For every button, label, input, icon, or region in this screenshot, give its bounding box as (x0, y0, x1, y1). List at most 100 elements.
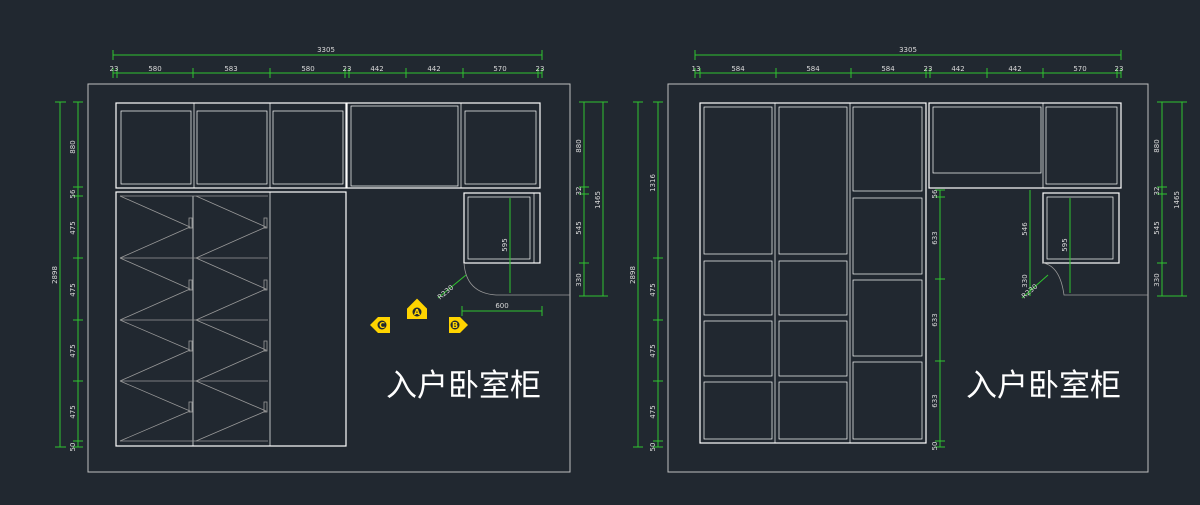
right-seg-7: 570 (1073, 65, 1086, 73)
left-rseg-2: 545 (575, 221, 583, 234)
marker-a-label: A (414, 308, 421, 317)
upper-cabinet-frame (115, 102, 347, 189)
handle (188, 279, 193, 291)
left-seg-2: 583 (224, 65, 237, 73)
upper-door-4 (350, 105, 459, 187)
right-cseg-1: 633 (931, 231, 939, 244)
left-vseg-4: 475 (69, 344, 77, 357)
upper-cabinet-frame-right (346, 102, 541, 189)
left-overall-height-text: 2898 (51, 266, 59, 284)
upper-door-3 (272, 110, 344, 185)
upper-door-1 (120, 110, 192, 185)
handle (188, 401, 193, 413)
right-lseg-1: 475 (649, 283, 657, 296)
lower-door (703, 381, 773, 440)
corner-frame (1042, 192, 1120, 264)
right-top-ticks (694, 68, 1122, 78)
marker-a-circle (411, 306, 423, 318)
right-cseg-3: 633 (931, 394, 939, 407)
corner-width-text: 600 (495, 302, 508, 310)
lower-door (703, 260, 773, 316)
right-wall-outline (667, 83, 1149, 473)
center-door (852, 361, 923, 440)
wardrobe-frame (115, 191, 347, 447)
upper-frame (928, 102, 1122, 189)
marker-c-label: C (379, 321, 385, 330)
lower-door (778, 320, 848, 377)
corner-depth-text: 595 (501, 238, 509, 251)
corner-door (1046, 196, 1114, 260)
handle (263, 279, 268, 291)
left-seg-8: 23 (536, 65, 545, 73)
handle (263, 217, 268, 229)
upper-door-5 (464, 110, 537, 185)
right-tall-cabinets (699, 102, 927, 444)
right-seg-3: 584 (881, 65, 895, 73)
lower-door (703, 320, 773, 377)
right-cseg-0: 56 (931, 189, 939, 198)
right-rseg-1: 32 (1153, 187, 1161, 196)
right-cseg-4: 50 (931, 442, 939, 451)
right-seg-8: 23 (1115, 65, 1124, 73)
left-vseg-1: 56 (69, 189, 77, 198)
center-door (852, 279, 923, 357)
handle (263, 340, 268, 352)
handle (263, 401, 268, 413)
right-left-ticks (653, 101, 663, 448)
left-vseg-3: 475 (69, 283, 77, 296)
left-rtotal: 1465 (594, 191, 602, 209)
corner-cabinet-frame (463, 192, 541, 264)
left-seg-7: 570 (493, 65, 506, 73)
marker-a[interactable]: A (407, 298, 427, 319)
corner-side-546: 546 (1021, 222, 1029, 236)
right-seg-2: 584 (806, 65, 820, 73)
left-rseg-0: 880 (575, 139, 583, 152)
right-rseg-2: 545 (1153, 221, 1161, 234)
lower-door (778, 260, 848, 316)
marker-b-label: B (452, 321, 458, 330)
left-vseg-0: 880 (69, 140, 77, 153)
left-vseg-5: 475 (69, 405, 77, 418)
left-seg-4: 23 (343, 65, 352, 73)
upper-door (932, 106, 1042, 174)
center-door (852, 197, 923, 275)
right-rseg-3: 330 (1153, 273, 1161, 286)
left-wardrobe (115, 191, 347, 447)
handle (188, 340, 193, 352)
upper-door (1045, 106, 1118, 185)
left-elevation: 3305 23 580 583 580 23 442 442 570 23 28… (51, 46, 608, 473)
right-title: 入户卧室柜 (966, 368, 1121, 404)
tall-door-1 (703, 106, 773, 255)
right-lseg-4: 50 (649, 443, 657, 452)
marker-b[interactable]: B (449, 317, 468, 333)
right-seg-1: 584 (731, 65, 745, 73)
right-overall-height-text: 2898 (629, 266, 637, 284)
left-vseg-2: 475 (69, 221, 77, 234)
left-right-ticks (579, 101, 608, 297)
right-upper-cabinets (928, 102, 1122, 189)
door-swing-mark (119, 257, 191, 321)
right-elevation: 3305 13 584 584 584 23 442 442 570 23 28… (629, 46, 1187, 473)
door-swing-mark (119, 195, 191, 259)
left-upper-cabinets (115, 102, 541, 189)
handle (188, 217, 193, 229)
marker-c-circle (376, 319, 388, 331)
right-seg-5: 442 (951, 65, 964, 73)
left-rseg-3: 330 (575, 273, 583, 286)
tall-cabinet-frame (699, 102, 927, 444)
left-seg-1: 580 (148, 65, 161, 73)
right-overall-width-text: 3305 (899, 46, 917, 54)
right-seg-0: 13 (692, 65, 701, 73)
tall-door-3 (852, 106, 923, 192)
door-swing-mark (119, 319, 192, 382)
corner-depth-text: 595 (1061, 238, 1069, 251)
marker-c[interactable]: C (370, 317, 390, 333)
upper-door-2 (196, 110, 268, 185)
left-corner-cabinet: 595 R230 600 (436, 192, 570, 316)
marker-b-circle (449, 319, 461, 331)
radius-leader (437, 274, 467, 299)
right-lseg-2: 475 (649, 344, 657, 357)
left-wall-outline (87, 83, 571, 473)
